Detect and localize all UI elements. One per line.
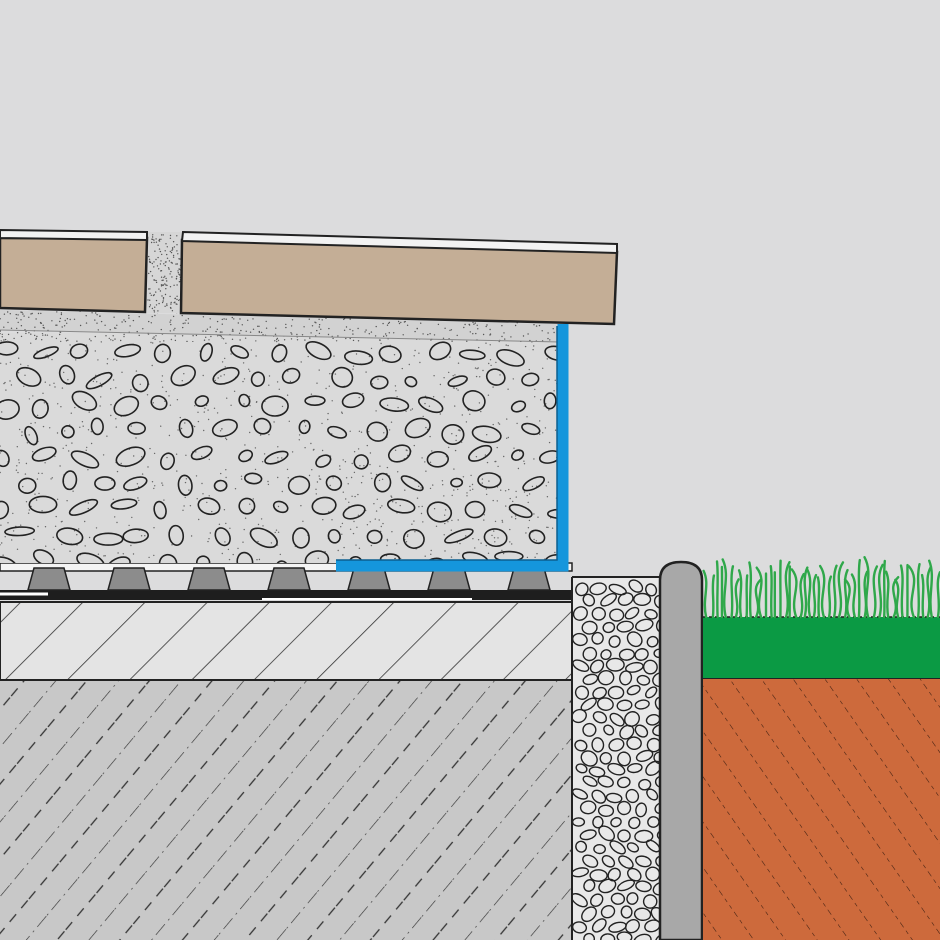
subsoil-layer [0,680,572,940]
lawn-layer [702,556,940,678]
gravel-strip [571,576,660,940]
drainage-mat [0,562,573,591]
tile-joint [147,232,182,313]
paving-tile-left [0,228,149,314]
waterproofing-membrane [0,590,572,600]
screed-layer [0,601,573,681]
earth-layer [703,677,940,940]
curb-stone [658,560,704,940]
paving-tile-right [179,230,619,326]
edge-profile [336,324,569,572]
drainage-concrete [0,333,559,563]
